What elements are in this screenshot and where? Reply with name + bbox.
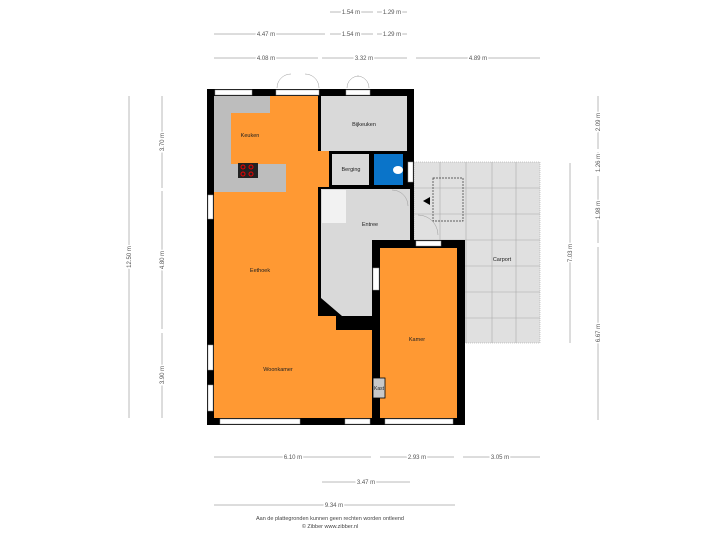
- dim-bottom1-a: 6.10 m: [284, 455, 302, 461]
- cooktop-icon: [238, 163, 258, 178]
- dim-top3-a: 4.08 m: [257, 56, 275, 62]
- room-living: [214, 96, 318, 418]
- toilet-icon: [393, 166, 403, 174]
- label-berging: Berging: [342, 167, 361, 173]
- dim-top2-a: 4.47 m: [257, 32, 275, 38]
- label-bijkeuken: Bijkeuken: [352, 122, 376, 128]
- label-keuken: Keuken: [241, 133, 260, 139]
- dim-left-c: 3.90 m: [160, 366, 166, 384]
- doors: [276, 73, 439, 236]
- dim-top3-c: 4.89 m: [469, 56, 487, 62]
- kitchen-counter-side: [214, 113, 231, 164]
- dim-top1-b: 1.29 m: [383, 10, 401, 16]
- label-eethoek: Eethoek: [250, 268, 270, 274]
- dim-right-inner: 7.03 m: [568, 244, 574, 262]
- dim-right-d: 6.67 m: [596, 324, 602, 342]
- disclaimer: Aan de plattegronden kunnen geen rechten…: [255, 516, 404, 522]
- dimension-lines: [128, 11, 599, 506]
- dim-bottom1-b: 2.93 m: [408, 455, 426, 461]
- dim-right-a: 2.09 m: [596, 113, 602, 131]
- dim-right-b: 1.26 m: [596, 154, 602, 172]
- room-woonkamer-extension: [318, 316, 372, 418]
- label-woonkamer: Woonkamer: [263, 367, 293, 373]
- room-kamer: [380, 248, 457, 418]
- label-kast: Kast: [374, 386, 385, 392]
- dim-bottom2: 3.47 m: [357, 480, 375, 486]
- dim-left-outer: 12.50 m: [127, 246, 133, 268]
- dim-bottom1-c: 3.05 m: [491, 455, 509, 461]
- dim-bottom3: 9.34 m: [325, 503, 343, 509]
- car-outline: [432, 177, 464, 222]
- label-entree: Entree: [362, 222, 378, 228]
- windows: [207, 89, 454, 425]
- copyright: © Zibber www.zibber.nl: [301, 524, 359, 530]
- label-kamer: Kamer: [409, 337, 425, 343]
- stairs: [322, 190, 346, 223]
- room-berging: [332, 154, 369, 185]
- arrow-icon: [423, 197, 430, 205]
- kitchen-counter: [214, 96, 270, 113]
- dim-top2-b: 1.54 m: [342, 32, 360, 38]
- dim-right-c: 1.98 m: [596, 201, 602, 219]
- room-living-nook: [318, 151, 329, 187]
- room-kast: [372, 377, 386, 399]
- dim-left-a: 3.70 m: [160, 133, 166, 151]
- dim-top3-b: 3.32 m: [355, 56, 373, 62]
- room-bijkeuken: [321, 96, 407, 151]
- dim-top2-c: 1.29 m: [383, 32, 401, 38]
- burner-icons: [240, 164, 254, 177]
- dim-left-b: 4.80 m: [160, 251, 166, 269]
- label-carport: Carport: [493, 257, 512, 263]
- dim-top1-a: 1.54 m: [342, 10, 360, 16]
